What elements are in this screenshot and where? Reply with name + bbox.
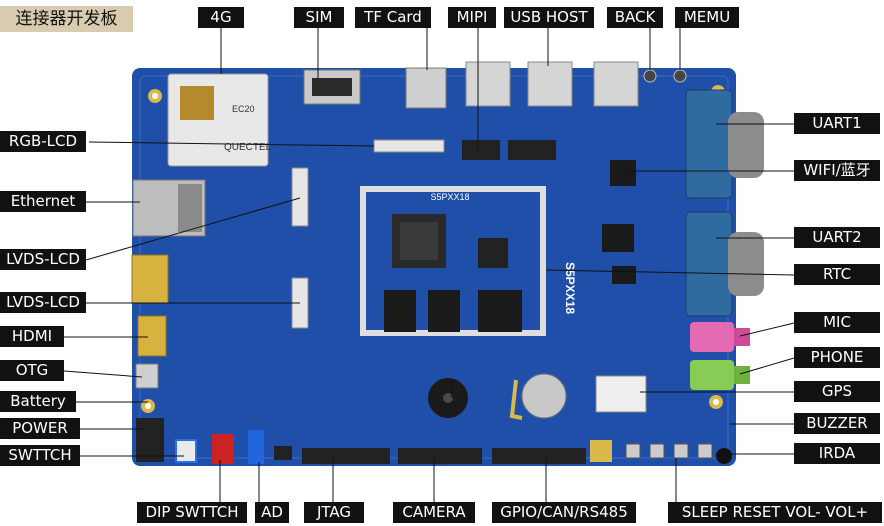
usb-host-port-2 — [527, 61, 573, 107]
label-rgb-lcd: RGB-LCD — [0, 131, 86, 152]
uart-driver-chip — [602, 224, 634, 252]
ad-header — [274, 446, 292, 460]
board-silkscreen-soc: S5PXX18 — [563, 262, 577, 314]
leader-rgb-lcd — [88, 141, 375, 147]
label-dip-swttch: DIP SWTTCH — [137, 502, 247, 523]
label-hdmi: HDMI — [0, 326, 64, 347]
label-4g: 4G — [198, 7, 244, 28]
vol-down-button — [673, 443, 689, 459]
mipi-connector — [462, 140, 500, 160]
label-rtc: RTC — [794, 264, 880, 285]
4g-module-vendor: QUECTEL — [224, 142, 272, 153]
memu-button — [673, 69, 687, 83]
label-mic: MIC — [794, 312, 880, 333]
uart2-connector — [685, 211, 733, 317]
label-memu: MEMU — [675, 7, 739, 28]
label-gpio: GPIO/CAN/RS485 — [492, 502, 636, 523]
usb-host-port-1 — [465, 61, 511, 107]
label-sim: SIM — [294, 7, 344, 28]
power-switch — [175, 439, 197, 463]
label-battery: Battery — [0, 391, 76, 412]
buzzer-hole — [443, 393, 453, 403]
leader-mic — [739, 322, 795, 337]
sleep-button — [625, 443, 641, 459]
label-uart2: UART2 — [794, 227, 880, 248]
pmic-chip — [478, 238, 508, 268]
power-jack — [136, 418, 164, 462]
label-buzzer: BUZZER — [794, 413, 880, 434]
leader-lines — [63, 28, 795, 502]
gpio-header — [492, 448, 586, 464]
mipi-chip — [508, 140, 556, 160]
dip-switch — [212, 434, 234, 464]
label-phone: PHONE — [794, 347, 880, 368]
label-otg: OTG — [0, 360, 64, 381]
jtag-header — [302, 448, 390, 464]
uart1-connector — [685, 89, 733, 199]
label-uart1: UART1 — [794, 113, 880, 134]
phone-jack — [690, 360, 734, 390]
wifi-chip — [610, 160, 636, 186]
irda-receiver — [716, 448, 732, 464]
lvds-fpc-1 — [291, 167, 309, 227]
tf-card-slot — [405, 67, 447, 109]
hdmi-connector — [131, 254, 169, 304]
label-ad: AD — [255, 502, 289, 523]
gps-antenna-connector — [590, 440, 612, 462]
label-sleep-reset-vol: SLEEP RESET VOL- VOL+ — [668, 502, 882, 523]
label-irda: IRDA — [794, 443, 880, 464]
ethernet-magnetics — [178, 184, 202, 232]
4g-module-model: EC20 — [232, 104, 255, 114]
rgb-lcd-fpc — [373, 139, 445, 153]
label-lvds-lcd-2: LVDS-LCD — [0, 292, 86, 313]
mount-hole-br-center — [713, 399, 719, 405]
label-swttch: SWTTCH — [0, 445, 80, 466]
mount-hole-tl-center — [152, 93, 158, 99]
vol-up-button — [697, 443, 713, 459]
mount-hole-bl-center — [145, 403, 151, 409]
rtc-battery-holder — [509, 379, 523, 420]
label-back: BACK — [607, 7, 663, 28]
mic-jack-barrel — [734, 328, 750, 346]
usb-host-port-3 — [593, 61, 639, 107]
rtc-chip — [612, 266, 636, 284]
leader-otg — [63, 370, 143, 378]
4g-module-qr — [180, 86, 214, 120]
label-power: POWER — [0, 418, 80, 439]
uart2-shell — [728, 232, 764, 296]
phone-jack-barrel — [734, 366, 750, 384]
uart1-shell — [728, 112, 764, 178]
camera-header — [398, 448, 482, 464]
label-lvds-lcd-1: LVDS-LCD — [0, 249, 86, 270]
core-board-label: S5PXX18 — [430, 192, 469, 202]
ad-potentiometer — [248, 430, 264, 464]
mic-jack — [690, 322, 734, 352]
sim-slot-opening — [312, 78, 352, 96]
label-gps: GPS — [794, 381, 880, 402]
gps-module — [595, 375, 647, 413]
leader-rtc — [545, 269, 795, 276]
label-usb-host: USB HOST — [504, 7, 594, 28]
soc-die — [400, 222, 438, 260]
label-jtag: JTAG — [304, 502, 364, 523]
ddr-chip-2 — [428, 290, 460, 332]
label-camera: CAMERA — [393, 502, 475, 523]
emmc-chip — [478, 290, 522, 332]
label-mipi: MIPI — [448, 7, 496, 28]
label-wifi: WIFI/蓝牙 — [794, 160, 880, 181]
rtc-battery — [521, 373, 567, 419]
otg-port — [135, 363, 159, 389]
leader-lvds-1 — [85, 197, 301, 261]
ddr-chip-1 — [384, 290, 416, 332]
hdmi-mini-connector — [137, 315, 167, 357]
diagram-title: 连接器开发板 — [0, 6, 133, 32]
back-button — [643, 69, 657, 83]
label-tf-card: TF Card — [355, 7, 431, 28]
reset-button — [649, 443, 665, 459]
label-ethernet: Ethernet — [0, 191, 86, 212]
leader-phone — [739, 357, 795, 375]
